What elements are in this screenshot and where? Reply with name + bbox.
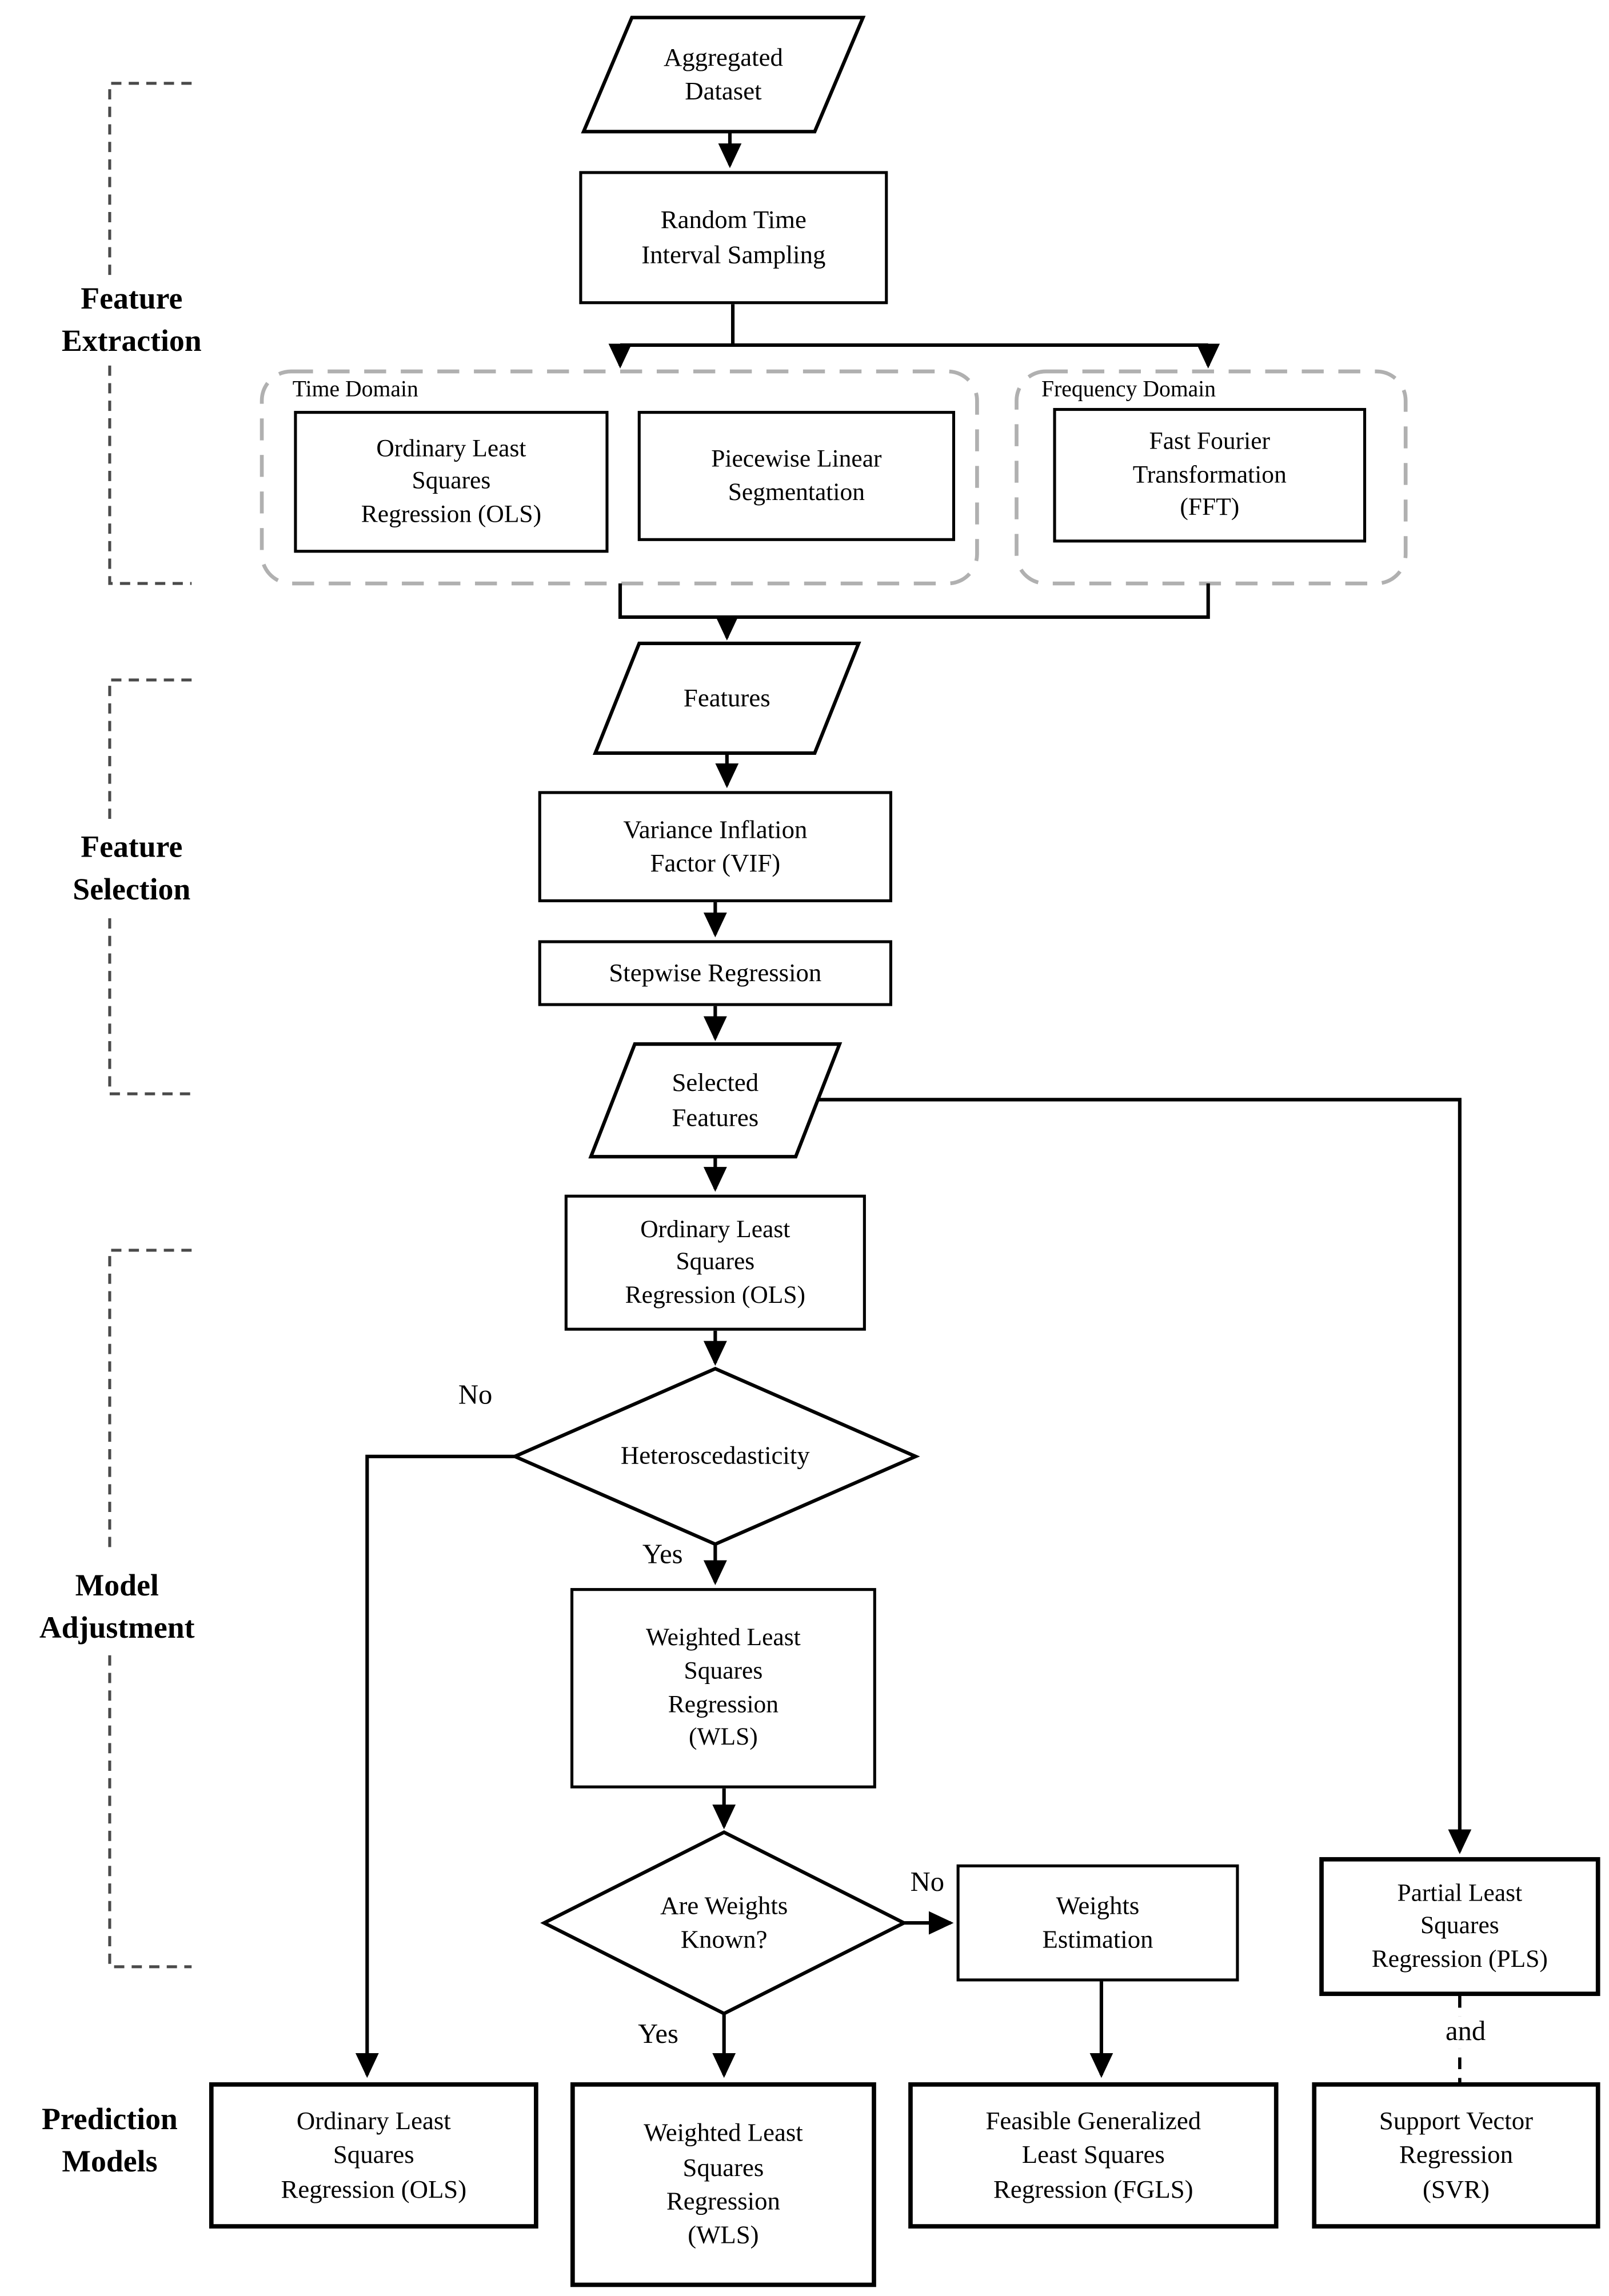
parallelogram-aggregated-dataset xyxy=(581,15,866,134)
feature-selection-bracket-top xyxy=(108,678,192,819)
frequency-domain-group-outline xyxy=(1015,369,1408,586)
edge-selected-to-pls xyxy=(819,1098,1472,1854)
time-domain-group-outline xyxy=(259,369,979,586)
diamond-heteroscedasticity xyxy=(510,1366,920,1546)
diamond-are-weights-known xyxy=(540,1830,908,2016)
feature-extraction-bracket-bottom xyxy=(108,365,192,585)
parallelogram-selected-features xyxy=(588,1042,843,1159)
feature-extraction-bracket-top xyxy=(108,82,192,275)
edge-hetero-no-to-ols-prediction xyxy=(355,1454,515,2078)
feature-selection-bracket-bottom xyxy=(108,918,192,1095)
edge-domains-merge xyxy=(618,583,1210,619)
parallelogram-features xyxy=(592,641,861,755)
model-adjustment-bracket-bottom xyxy=(108,1655,192,1969)
model-adjustment-bracket-top xyxy=(108,1249,192,1550)
